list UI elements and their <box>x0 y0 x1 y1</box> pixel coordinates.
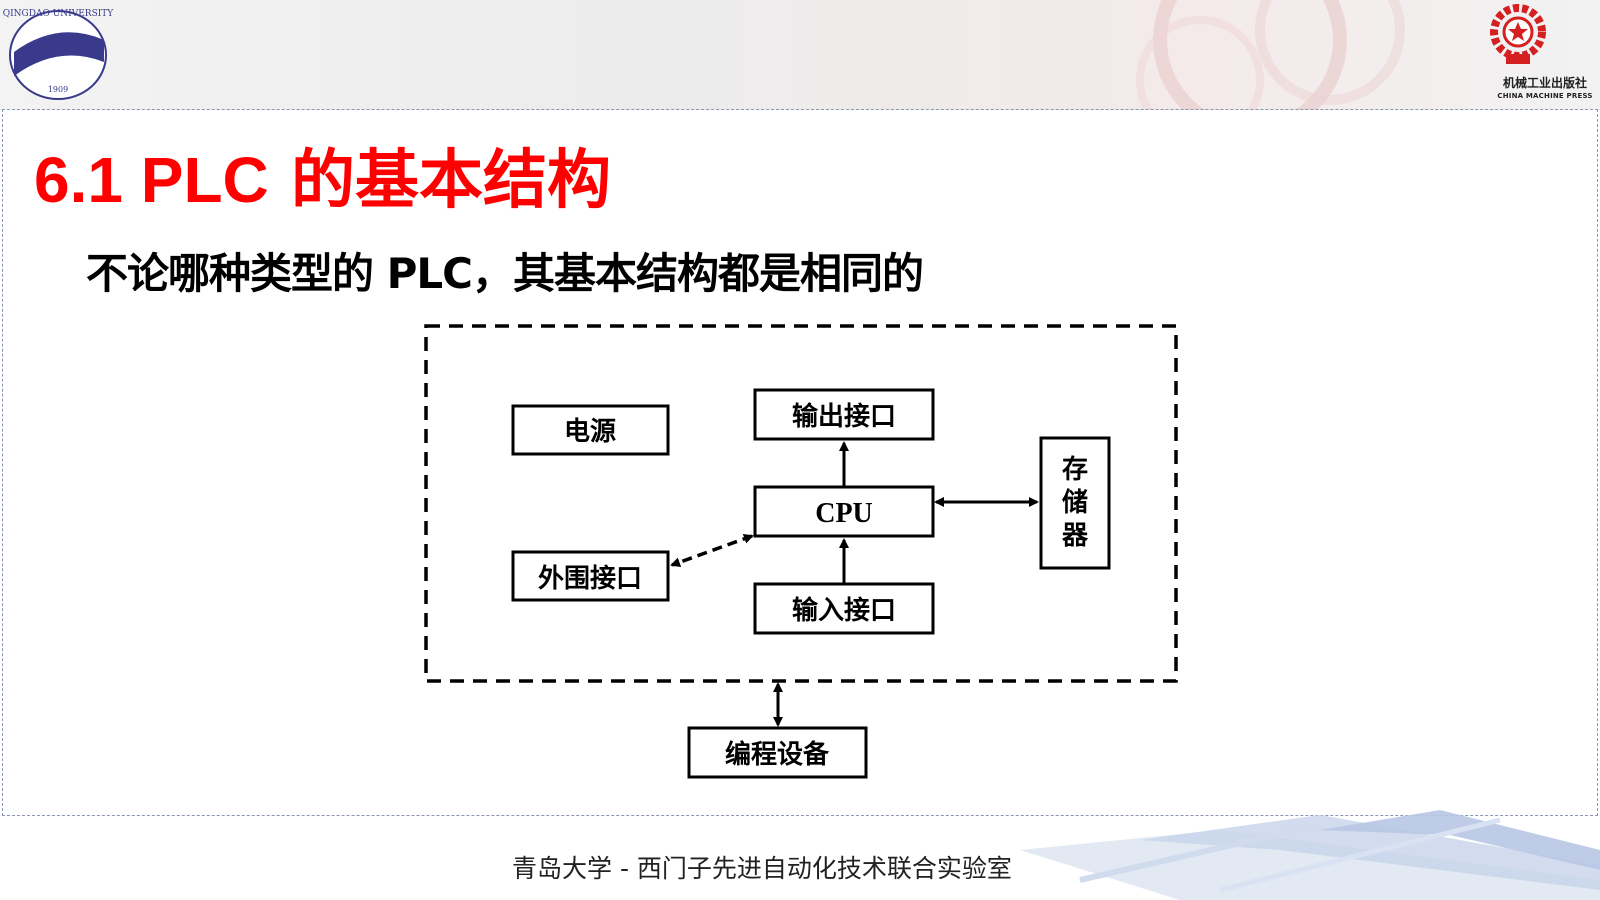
programming-device-label: 编程设备 <box>725 739 830 770</box>
title-text: 的基本结构 <box>291 144 612 218</box>
programming-device-block: 编程设备 <box>687 726 868 779</box>
svg-text:青岛大学: 青岛大学 <box>34 63 84 77</box>
peripheral-interface-block: 外围接口 <box>511 550 670 602</box>
output-interface-label: 输出接口 <box>792 401 896 432</box>
title-number: 6.1 PLC <box>34 144 269 216</box>
peripheral-interface-label: 外围接口 <box>538 564 642 594</box>
memory-char-2: 储 <box>1062 487 1088 518</box>
power-block: 电源 <box>511 404 670 456</box>
press-name: 机械工业出版社 <box>1502 76 1587 90</box>
press-name-en: CHINA MACHINE PRESS <box>1497 92 1593 100</box>
slide-title: 6.1 PLC 的基本结构 <box>34 140 611 221</box>
header-decoration <box>1136 0 1405 110</box>
footer-decoration <box>1020 810 1600 900</box>
memory-char-3: 器 <box>1061 521 1089 551</box>
input-interface-label: 输入接口 <box>792 595 896 626</box>
qingdao-university-logo: 青岛大学 1909 QINGDAO UNIVERSITY <box>3 9 115 100</box>
logo-arc-text: QINGDAO UNIVERSITY <box>3 9 115 19</box>
slide-subtitle: 不论哪种类型的 PLC，其基本结构都是相同的 <box>86 249 924 298</box>
plc-boundary <box>424 324 1178 683</box>
memory-char-1: 存 <box>1062 455 1088 485</box>
slide-header <box>0 0 1600 110</box>
footer-text: 青岛大学 - 西门子先进自动化技术联合实验室 <box>512 854 1012 883</box>
content-frame-sides <box>2 109 1598 816</box>
cpu-peripheral-dashed-arrow <box>670 534 754 567</box>
input-interface-block: 输入接口 <box>753 582 935 635</box>
memory-block: 存 储 器 <box>1039 436 1111 570</box>
content-frame <box>2 109 1598 816</box>
china-machine-press-logo <box>1490 4 1546 64</box>
cpu-block: CPU <box>753 485 935 538</box>
logo-year: 1909 <box>48 85 68 94</box>
cpu-label: CPU <box>815 498 873 529</box>
power-label: 电源 <box>564 417 616 447</box>
output-interface-block: 输出接口 <box>753 388 935 441</box>
